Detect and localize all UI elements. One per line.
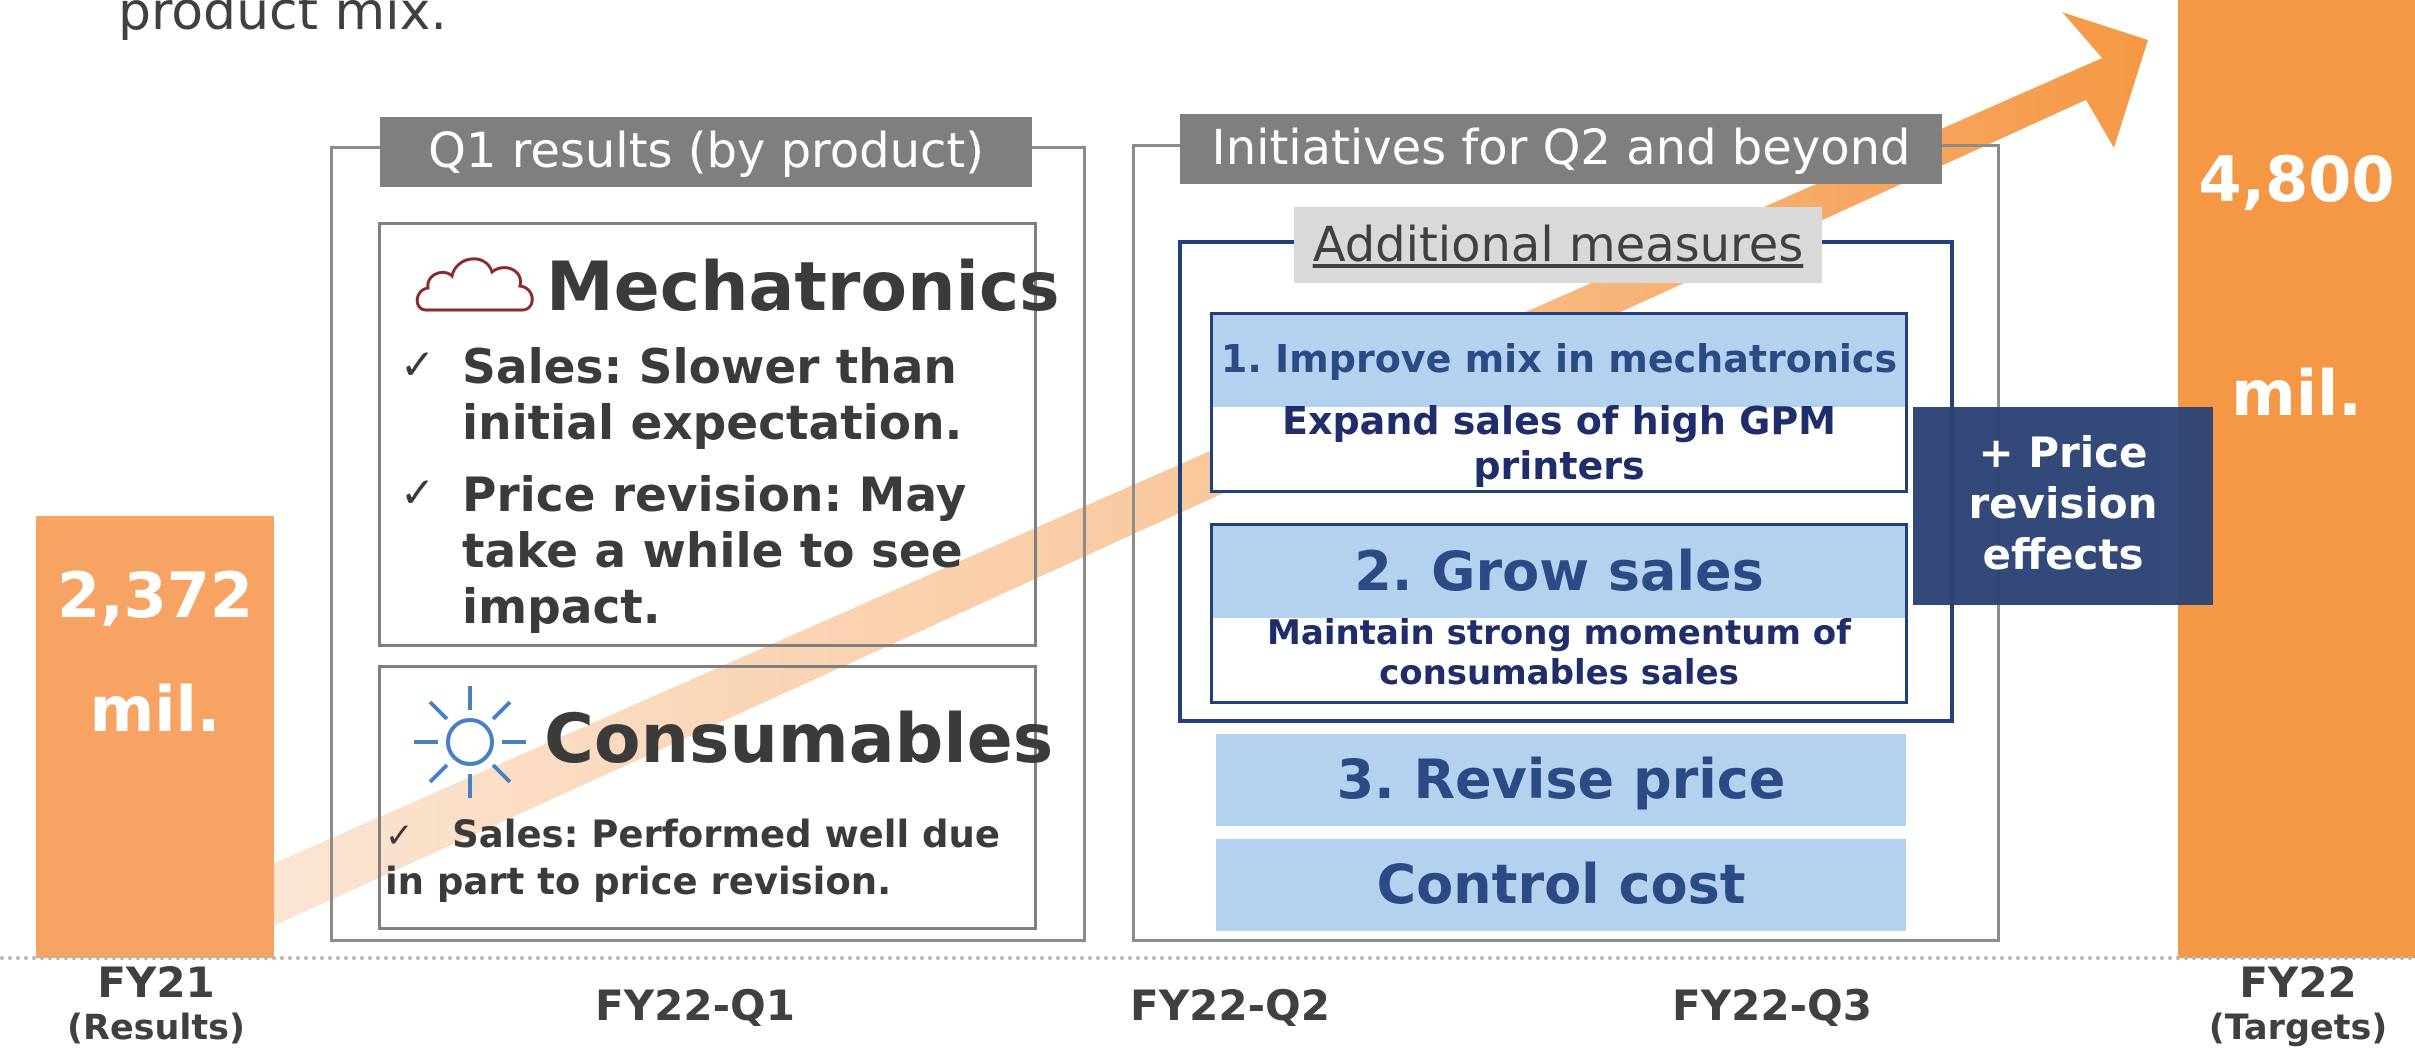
check-icon: ✓ xyxy=(400,468,436,517)
measure-revise-price: 3. Revise price xyxy=(1216,734,1906,826)
period-q3-label: FY22-Q3 xyxy=(1672,981,1872,1030)
consumables-bullet-sales: ✓ Sales: Performed well due in part to p… xyxy=(385,812,1025,905)
measure-improve-mix: 1. Improve mix in mechatronics Expand sa… xyxy=(1210,312,1908,493)
period-fy21: FY21 (Results) xyxy=(36,960,276,1050)
period-fy22: FY22 (Targets) xyxy=(2168,960,2415,1050)
measure-grow-sales-body: Maintain strong momentum of consumables … xyxy=(1267,613,1851,693)
fy21-value: 2,372 xyxy=(56,559,254,632)
consumables-bullet-text: Sales: Performed well due in part to pri… xyxy=(385,813,1000,903)
period-q2: FY22-Q2 xyxy=(1095,983,1365,1029)
measure-control-cost: Control cost xyxy=(1216,839,1906,931)
mechatronics-bullet-price: Price revision: May take a while to see … xyxy=(462,468,967,635)
period-q3: FY22-Q3 xyxy=(1637,983,1907,1029)
additional-measures-title: Additional measures xyxy=(1294,207,1822,283)
mechatronics-bullet-sales: Sales: Slower than initial expectation. xyxy=(462,340,963,451)
period-fy21-sub: (Results) xyxy=(67,1008,245,1048)
consumables-card xyxy=(378,665,1037,930)
measure-improve-mix-title: 1. Improve mix in mechatronics xyxy=(1213,315,1905,407)
period-fy21-label: FY21 xyxy=(97,958,215,1007)
initiatives-panel-header: Initiatives for Q2 and beyond xyxy=(1180,114,1942,184)
fy22-value: 4,800 xyxy=(2198,143,2395,216)
mechatronics-card xyxy=(378,222,1037,647)
baseline xyxy=(0,956,2415,960)
period-fy22-sub: (Targets) xyxy=(2208,1008,2388,1048)
sun-icon xyxy=(414,686,526,798)
consumables-title: Consumables xyxy=(544,700,1054,779)
measure-improve-mix-body: Expand sales of high GPM printers xyxy=(1282,399,1836,488)
fy21-unit: mil. xyxy=(89,673,221,746)
q1-panel-header: Q1 results (by product) xyxy=(380,117,1032,187)
period-fy22-label: FY22 xyxy=(2239,958,2357,1007)
period-q2-label: FY22-Q2 xyxy=(1130,981,1330,1030)
fy21-bar: 2,372 mil. xyxy=(36,516,274,958)
cloud-icon xyxy=(415,257,534,312)
measure-grow-sales: 2. Grow sales Maintain strong momentum o… xyxy=(1210,523,1908,704)
mechatronics-title: Mechatronics xyxy=(546,248,1060,327)
check-icon: ✓ xyxy=(385,816,414,856)
fy22-unit: mil. xyxy=(2231,357,2362,430)
fy22-bar: 4,800 mil. xyxy=(2178,0,2415,958)
intro-text: product mix. xyxy=(118,0,447,42)
measure-grow-sales-title: 2. Grow sales xyxy=(1213,526,1905,618)
period-q1: FY22-Q1 xyxy=(560,983,830,1029)
period-q1-label: FY22-Q1 xyxy=(595,981,795,1030)
check-icon: ✓ xyxy=(400,340,436,389)
price-revision-effects-box: + Price revision effects xyxy=(1913,407,2213,605)
